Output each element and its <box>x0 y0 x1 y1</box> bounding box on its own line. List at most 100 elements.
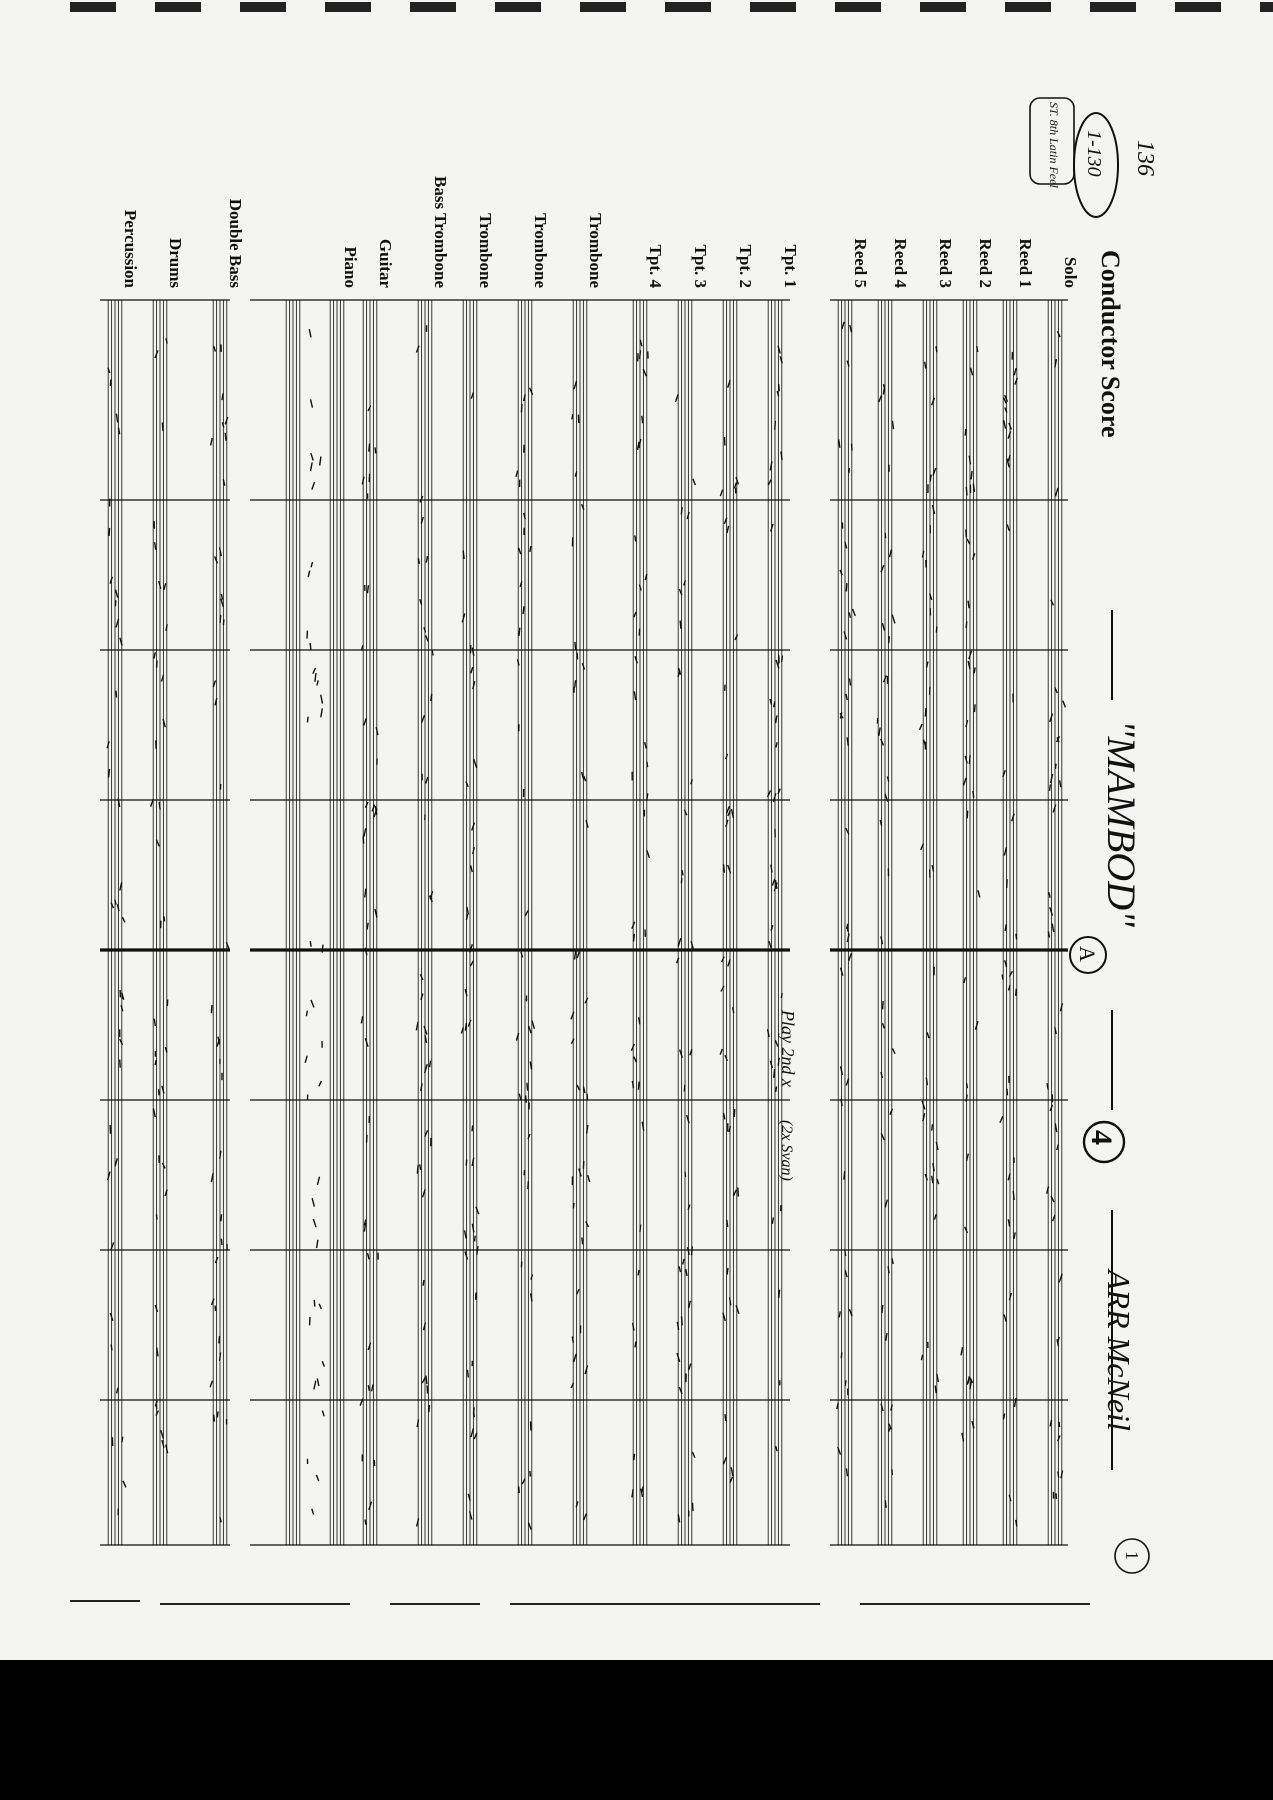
note-mark <box>471 822 476 831</box>
note-mark <box>214 1256 219 1264</box>
note-mark <box>210 1005 213 1014</box>
note-mark <box>368 1501 373 1511</box>
note-mark <box>580 503 585 511</box>
note-mark <box>106 741 110 749</box>
note-mark <box>155 839 160 847</box>
note-mark <box>1003 397 1007 404</box>
note-mark <box>518 627 521 637</box>
note-mark <box>363 1222 367 1232</box>
note-mark <box>375 727 379 736</box>
play-note: Play 2nd x <box>778 1009 798 1087</box>
note-mark <box>1054 1123 1058 1133</box>
note-mark <box>470 666 474 674</box>
note-mark <box>521 1478 526 1485</box>
note-mark <box>769 523 774 532</box>
note-mark <box>934 1385 937 1394</box>
note-mark <box>156 1347 159 1357</box>
note-mark <box>631 921 636 929</box>
note-mark <box>846 360 850 367</box>
note-mark <box>460 1027 465 1034</box>
note-mark <box>320 694 324 704</box>
note-mark <box>576 652 579 660</box>
note-mark <box>575 1501 579 1508</box>
note-mark <box>363 718 367 726</box>
note-mark <box>886 776 890 782</box>
note-mark <box>1048 784 1052 791</box>
note-mark <box>115 1387 119 1394</box>
note-mark <box>531 1020 536 1030</box>
note-mark <box>425 555 429 563</box>
note-mark <box>637 1081 640 1090</box>
note-mark <box>933 1214 937 1220</box>
note-mark <box>722 1456 728 1465</box>
note-mark <box>464 1022 468 1031</box>
note-mark <box>780 992 783 999</box>
note-mark <box>119 1038 124 1046</box>
note-mark <box>880 936 884 945</box>
note-mark <box>929 474 932 482</box>
corner-page-number: 136 <box>1132 140 1158 176</box>
note-mark <box>641 1121 645 1131</box>
note-mark <box>527 1522 532 1530</box>
note-mark <box>677 670 681 678</box>
note-mark <box>930 397 936 406</box>
note-mark <box>891 614 896 624</box>
note-mark <box>728 1125 732 1133</box>
note-mark <box>1013 1398 1017 1408</box>
note-mark <box>674 393 679 403</box>
note-mark <box>884 1500 887 1508</box>
note-mark <box>677 1514 681 1523</box>
note-mark <box>415 1518 420 1527</box>
note-mark <box>471 1157 475 1167</box>
note-mark <box>926 1032 930 1039</box>
note-mark <box>920 843 925 851</box>
note-mark <box>676 1352 681 1363</box>
note-mark <box>1015 1519 1018 1527</box>
note-mark <box>976 345 979 353</box>
note-mark <box>1008 970 1014 977</box>
note-mark <box>576 1084 581 1091</box>
note-mark <box>305 1010 309 1017</box>
note-mark <box>970 470 973 480</box>
note-mark <box>773 882 778 892</box>
note-mark <box>885 1332 888 1341</box>
instrument-label: Percussion <box>121 210 140 289</box>
style-note-box <box>1029 97 1075 185</box>
note-mark <box>777 788 781 795</box>
note-mark <box>423 627 427 633</box>
note-mark <box>364 947 368 956</box>
note-mark <box>415 345 420 353</box>
note-mark <box>690 1246 693 1256</box>
note-mark <box>321 1360 326 1367</box>
note-mark <box>641 415 644 424</box>
note-mark <box>720 985 725 992</box>
note-mark <box>772 793 777 802</box>
instrument-label: Reed 2 <box>976 238 995 288</box>
instrument-label: Reed 4 <box>891 238 910 288</box>
note-mark <box>468 1511 473 1520</box>
note-mark <box>630 1043 635 1052</box>
note-mark <box>775 742 778 748</box>
note-mark <box>719 489 724 497</box>
note-mark <box>1062 700 1067 708</box>
note-mark <box>307 570 311 578</box>
note-mark <box>880 1071 884 1079</box>
note-mark <box>1008 1494 1012 1502</box>
note-mark <box>920 1354 924 1361</box>
note-mark <box>687 1204 691 1211</box>
note-mark <box>925 661 929 668</box>
note-mark <box>465 781 469 788</box>
note-mark <box>932 467 937 476</box>
note-mark <box>690 940 694 950</box>
note-mark <box>210 1172 214 1182</box>
note-mark <box>471 647 475 656</box>
note-mark <box>1008 1292 1013 1301</box>
note-mark <box>374 908 378 918</box>
note-mark <box>845 583 848 592</box>
note-mark <box>571 1336 575 1343</box>
note-mark <box>936 1178 940 1185</box>
note-mark <box>419 598 423 605</box>
note-mark <box>220 1214 223 1222</box>
note-mark <box>726 1219 729 1228</box>
note-mark <box>152 1108 156 1118</box>
